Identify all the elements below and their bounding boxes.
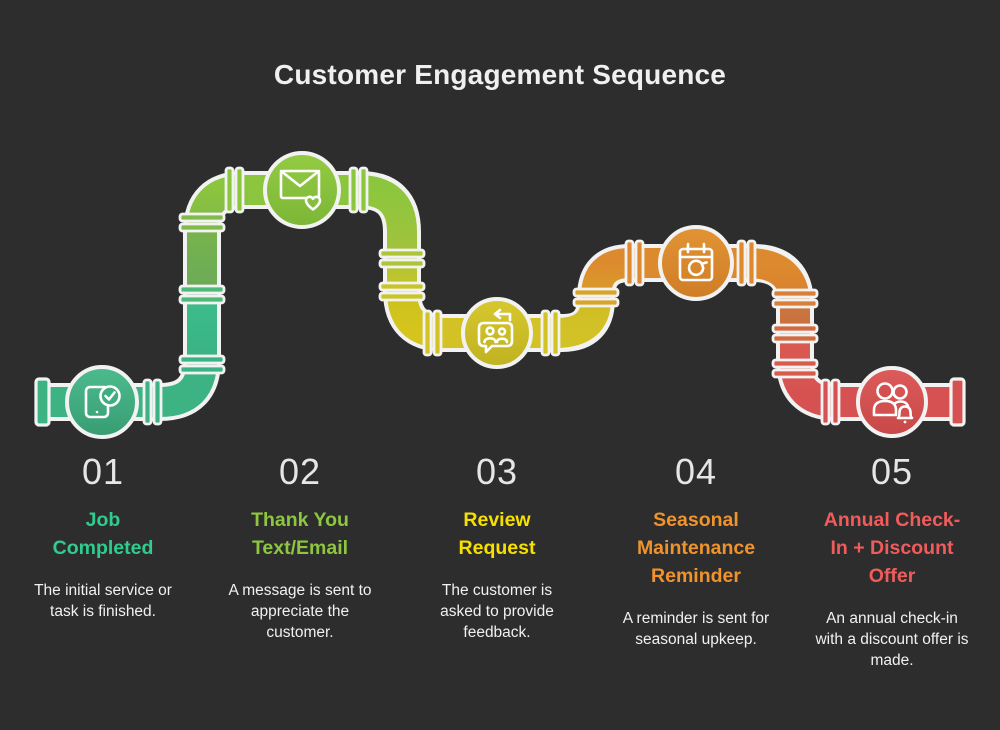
- stage-column-5: 05 Annual Check-In + Discount Offer An a…: [797, 452, 987, 671]
- stage-title: Job Completed: [52, 509, 154, 559]
- stage-column-4: 04 Seasonal Maintenance Reminder A remin…: [601, 452, 791, 650]
- pipe-coupling: [224, 166, 369, 214]
- stage-number: 02: [278, 451, 322, 492]
- stage-4-node: [658, 225, 734, 301]
- pipe-coupling: [378, 281, 426, 302]
- stage-2-node: [263, 151, 341, 229]
- pipe-coupling: [771, 358, 819, 379]
- stage-number: 03: [475, 451, 519, 492]
- phone-check-icon: [84, 385, 121, 419]
- pipe-coupling: [771, 323, 819, 344]
- pipe-endcap-right: [949, 377, 966, 427]
- people-bell-icon: [872, 382, 914, 424]
- stage-column-3: 03 Review Request The customer is asked …: [402, 452, 592, 643]
- pipe-coupling: [178, 354, 226, 375]
- pipe-coupling: [771, 288, 819, 309]
- stage-description: The initial service or task is finished.: [34, 582, 172, 620]
- stage-number: 04: [674, 451, 718, 492]
- pipe-coupling: [572, 287, 620, 308]
- stage-title: Thank You Text/Email: [251, 509, 349, 559]
- calendar-refresh-icon: [678, 242, 714, 282]
- chat-feedback-icon: [477, 308, 514, 354]
- pipe-coupling: [820, 378, 841, 426]
- pipe-coupling: [624, 239, 757, 287]
- stage-5-node: [856, 366, 928, 438]
- pipe-couplings: [142, 166, 841, 426]
- stage-column-2: 02 Thank You Text/Email A message is sen…: [205, 452, 395, 643]
- stage-3-node: [461, 297, 533, 369]
- stage-description: A reminder is sent for seasonal upkeep.: [622, 610, 770, 648]
- pipe-coupling: [378, 248, 426, 269]
- pipe-coupling: [422, 309, 561, 357]
- stage-number: 01: [81, 451, 125, 492]
- stage-title: Annual Check-In + Discount Offer: [823, 509, 961, 587]
- stage-description: An annual check-in with a discount offer…: [815, 610, 969, 669]
- pipe-coupling: [178, 212, 226, 233]
- stage-description: The customer is asked to provide feedbac…: [440, 582, 554, 641]
- stage-column-1: 01 Job Completed The initial service or …: [8, 452, 198, 622]
- pipe-endcap-left: [34, 377, 51, 427]
- pipe-coupling: [178, 284, 226, 305]
- stage-title: Seasonal Maintenance Reminder: [636, 509, 756, 587]
- envelope-heart-icon: [279, 169, 322, 211]
- page-title: Customer Engagement Sequence: [273, 59, 727, 90]
- stage-number: 05: [870, 451, 914, 492]
- stage-description: A message is sent to appreciate the cust…: [228, 582, 372, 641]
- stage-1-node: [65, 365, 139, 439]
- stage-title: Review Request: [458, 509, 536, 559]
- pipe-coupling: [142, 378, 163, 426]
